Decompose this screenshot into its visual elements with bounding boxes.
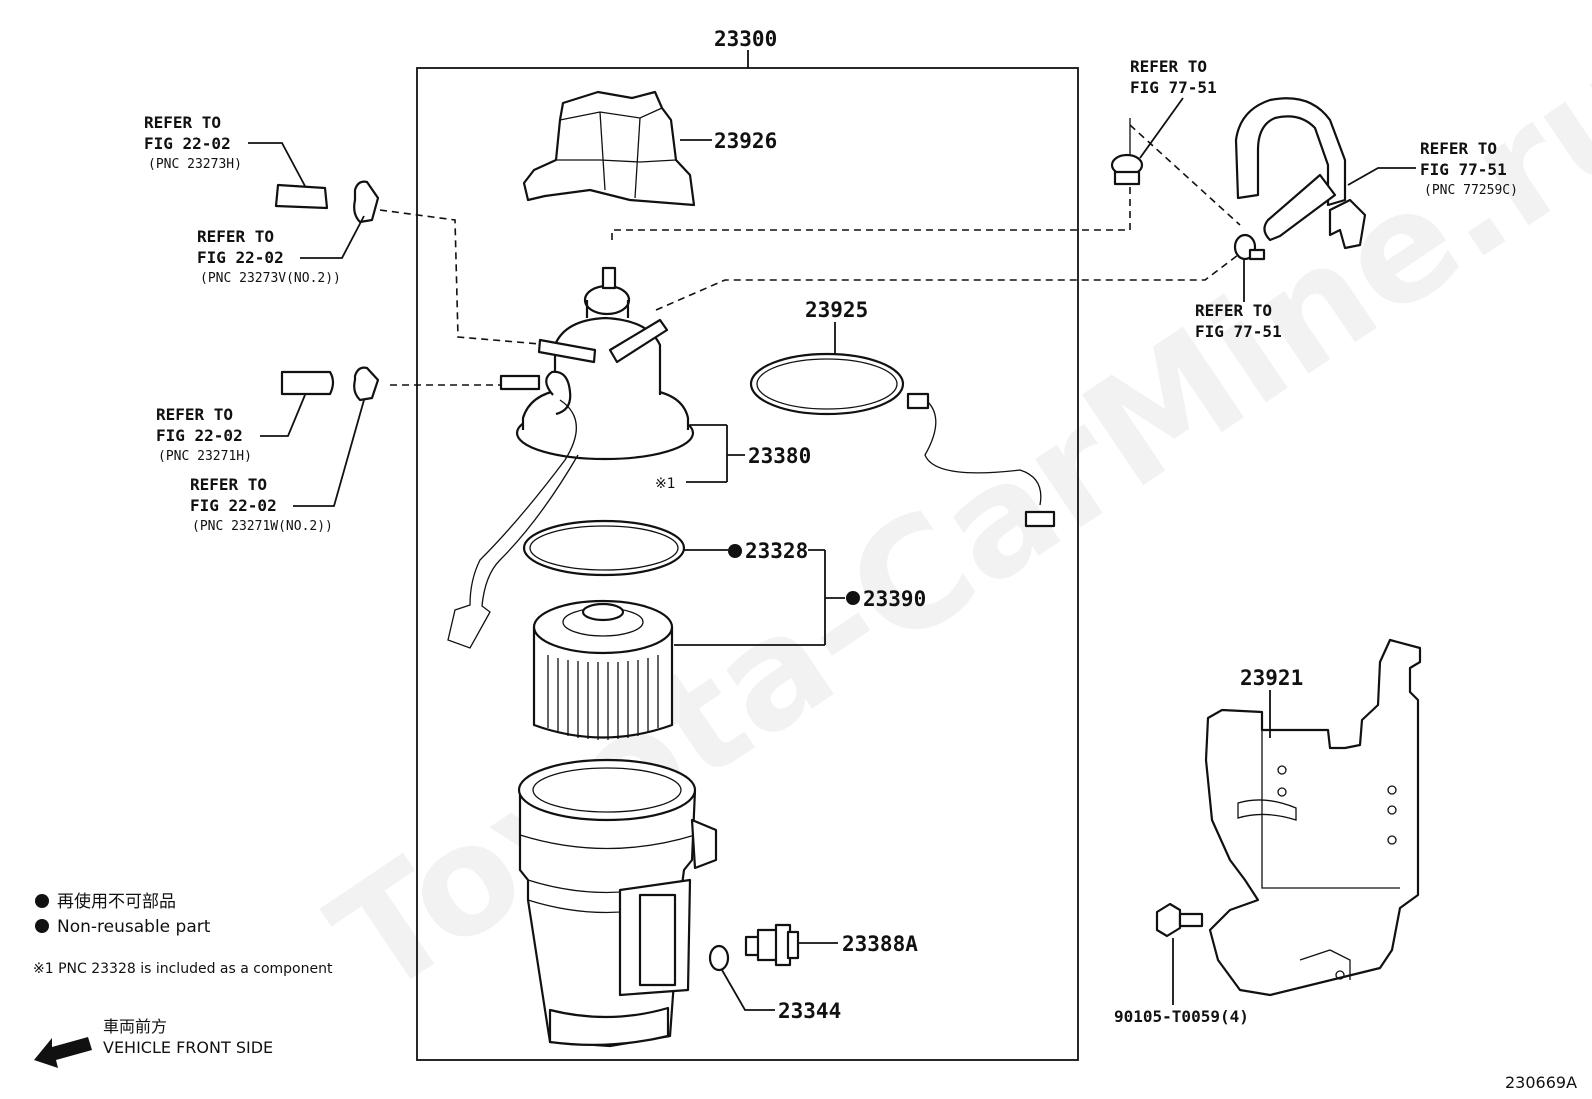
part-90105-bolt[interactable]	[1155, 902, 1204, 938]
ref6-line2: FIG 77-51	[1420, 160, 1507, 179]
label-90105[interactable]: 90105-T0059(4)	[1114, 1007, 1249, 1026]
part-23328-o-ring[interactable]	[522, 519, 686, 577]
left-hose-lower[interactable]	[280, 366, 380, 402]
ref4-line1: REFER TO	[190, 475, 267, 494]
label-23388a[interactable]: 23388A	[842, 932, 918, 956]
label-23380[interactable]: 23380	[748, 444, 811, 468]
legend-en: Non-reusable part	[57, 917, 211, 937]
legend-jp: 再使用不可部品	[57, 891, 176, 912]
label-23921[interactable]: 23921	[1240, 666, 1303, 690]
label-23925[interactable]: 23925	[805, 298, 868, 322]
ref7-line1: REFER TO	[1195, 301, 1272, 320]
ref6-line1: REFER TO	[1420, 139, 1497, 158]
component-mark: ※1	[655, 476, 676, 492]
ref5-line2: FIG 77-51	[1130, 78, 1217, 97]
direction-jp: 車両前方	[103, 1017, 167, 1036]
ref6-pnc[interactable]: (PNC 77259C)	[1424, 183, 1518, 198]
ref3-line2: FIG 22-02	[156, 426, 243, 445]
part-filter-case[interactable]	[517, 758, 718, 1048]
label-23300[interactable]: 23300	[714, 27, 777, 51]
figure-id: 230669A	[1505, 1073, 1577, 1092]
ref2-pnc[interactable]: (PNC 23273V(NO.2))	[200, 271, 341, 286]
clamp-upper-right[interactable]	[1110, 153, 1144, 186]
ref3-line1: REFER TO	[156, 405, 233, 424]
legend-dot-jp	[35, 894, 49, 908]
non-reusable-dot-23328	[728, 544, 742, 558]
label-23390[interactable]: 23390	[863, 587, 926, 611]
direction-en: VEHICLE FRONT SIDE	[103, 1038, 273, 1057]
label-23328[interactable]: 23328	[745, 539, 808, 563]
legend-note: ※1 PNC 23328 is included as a component	[33, 961, 333, 977]
ref1-line2: FIG 22-02	[144, 134, 231, 153]
label-23344[interactable]: 23344	[778, 999, 841, 1023]
ref7-line2: FIG 77-51	[1195, 322, 1282, 341]
ref3-pnc[interactable]: (PNC 23271H)	[158, 449, 252, 464]
part-23925-sensor-ring[interactable]	[749, 352, 1056, 528]
legend-dot-en	[35, 919, 49, 933]
part-23390-filter-element[interactable]	[532, 599, 674, 740]
part-23388a-drain-plug[interactable]	[744, 923, 800, 967]
ref5-line1: REFER TO	[1130, 57, 1207, 76]
ref1-line1: REFER TO	[144, 113, 221, 132]
label-23926[interactable]: 23926	[714, 129, 777, 153]
ref4-line2: FIG 22-02	[190, 496, 277, 515]
part-23926-cover[interactable]	[522, 90, 696, 207]
part-23344-gasket[interactable]	[708, 944, 730, 972]
part-23380-filter-head[interactable]	[499, 266, 695, 461]
front-arrow-icon	[34, 1037, 92, 1068]
right-hose[interactable]	[1234, 97, 1367, 250]
non-reusable-dot-23390	[846, 591, 860, 605]
clamp-lower-right[interactable]	[1233, 233, 1266, 261]
left-hose-upper[interactable]	[274, 180, 380, 224]
ref2-line2: FIG 22-02	[197, 248, 284, 267]
ref1-pnc[interactable]: (PNC 23273H)	[148, 157, 242, 172]
part-23921-bracket[interactable]	[1204, 638, 1422, 997]
ref2-line1: REFER TO	[197, 227, 274, 246]
ref4-pnc[interactable]: (PNC 23271W(NO.2))	[192, 519, 333, 534]
